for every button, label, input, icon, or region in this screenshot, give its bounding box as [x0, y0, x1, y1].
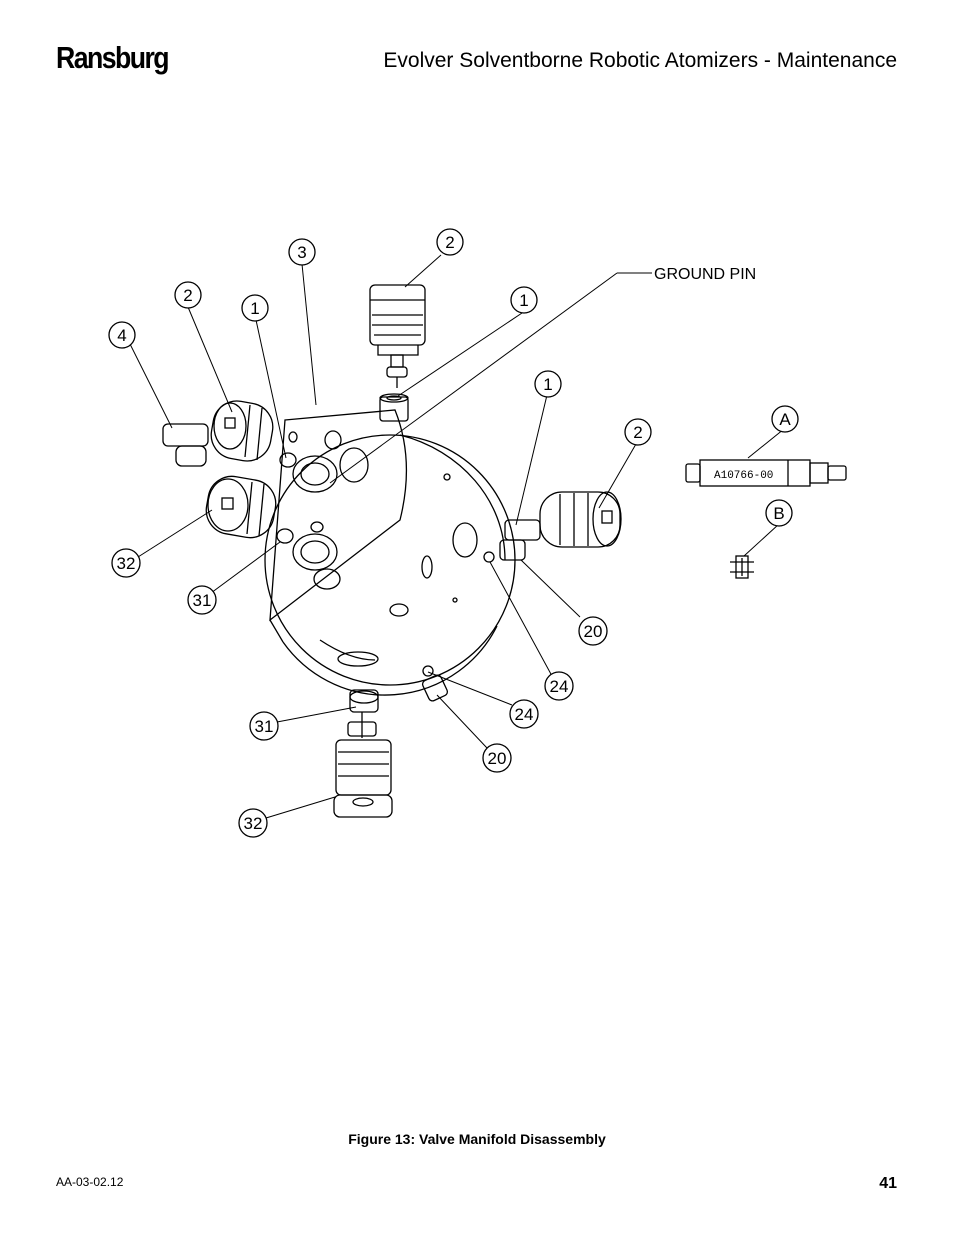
part-a-marking: A10766-00 [714, 470, 773, 482]
callout-20-bottom: 20 [482, 743, 512, 773]
callout-label: 2 [633, 423, 642, 442]
callout-24-right: 24 [544, 671, 574, 701]
top-seal-ring [379, 393, 409, 422]
left-upper-valve [162, 400, 274, 467]
left-lower-valve [205, 475, 277, 539]
callout-32-bottom: 32 [238, 808, 268, 838]
callout-2-left: 2 [174, 281, 202, 309]
brand-logo: Ransburg [56, 40, 170, 75]
callout-label: 24 [515, 705, 534, 724]
document-title: Evolver Solventborne Robotic Atomizers -… [383, 49, 897, 72]
leader-lines [129, 254, 785, 819]
callout-label: 20 [488, 749, 507, 768]
callout-3: 3 [288, 238, 316, 266]
callout-4: 4 [108, 321, 136, 349]
callout-label: 24 [550, 677, 569, 696]
callout-1-left: 1 [241, 294, 269, 322]
callout-b: B [765, 499, 793, 527]
callout-label: 32 [244, 814, 263, 833]
callout-label: 2 [183, 286, 192, 305]
document-code: AA-03-02.12 [56, 1175, 124, 1189]
callout-1-top: 1 [510, 286, 538, 314]
top-valve-cartridge [369, 284, 426, 388]
callout-24-bottom: 24 [509, 699, 539, 729]
page-number: 41 [879, 1175, 897, 1192]
callout-label: 31 [193, 591, 212, 610]
callout-label: B [773, 504, 784, 523]
callout-32-left: 32 [111, 548, 141, 578]
callout-label: 3 [297, 243, 306, 262]
figure-caption: Figure 13: Valve Manifold Disassembly [348, 1131, 606, 1147]
callout-label: 1 [543, 375, 552, 394]
callout-31-bottom: 31 [249, 711, 279, 741]
callout-label: 31 [255, 717, 274, 736]
ground-pin-label: GROUND PIN [654, 266, 756, 283]
callout-20-right: 20 [578, 616, 608, 646]
manifold-housing [264, 409, 516, 696]
right-valve [483, 491, 622, 563]
callout-1-right: 1 [534, 370, 562, 398]
callout-label: 1 [519, 291, 528, 310]
callout-31-left: 31 [187, 585, 217, 615]
part-b-clip [730, 555, 754, 579]
callout-label: 2 [445, 233, 454, 252]
callout-2-top: 2 [436, 228, 464, 256]
bottom-side-fittings [421, 665, 449, 702]
callout-label: 20 [584, 622, 603, 641]
callout-label: 4 [117, 326, 126, 345]
part-a-pin [685, 459, 847, 487]
callout-label: 32 [117, 554, 136, 573]
bottom-valve-assembly [333, 689, 393, 818]
callout-a: A [771, 405, 799, 433]
callouts: 2 3 1 2 1 4 1 A 2 B 32 31 20 24 24 [108, 228, 799, 838]
callout-2-right: 2 [624, 418, 652, 446]
callout-label: A [779, 410, 791, 429]
callout-label: 1 [250, 299, 259, 318]
